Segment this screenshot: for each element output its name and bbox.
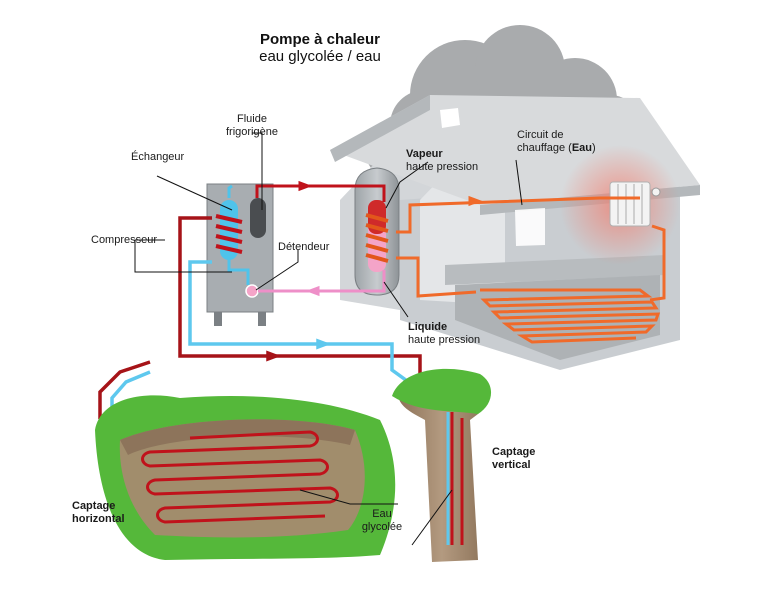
label-captage-vertical: Captage vertical — [492, 446, 535, 472]
label-liquide: Liquide haute pression — [408, 321, 480, 347]
liquid-pipe — [258, 270, 386, 297]
floor-heating-coil — [480, 288, 661, 344]
heat-pump-unit — [206, 183, 274, 326]
label-captage-vertical-2: vertical — [492, 459, 531, 471]
horizontal-collector-coil — [141, 430, 339, 524]
label-liquide-title: Liquide — [408, 321, 448, 333]
label-vapeur: Vapeur haute pression — [406, 148, 478, 174]
label-captage-horizontal: Captage horizontal — [72, 500, 125, 526]
label-echangeur: Échangeur — [131, 151, 185, 163]
label-fluide: Fluide frigorigène — [214, 113, 290, 139]
label-circuit-line2-bold: Eau — [571, 142, 593, 154]
label-fluide-line1: Fluide — [237, 113, 267, 125]
label-eau-glycolee-1: Eau — [372, 508, 392, 520]
label-vapeur-detail: haute pression — [406, 161, 479, 173]
label-circuit-line2-pre: chauffage ( — [517, 142, 572, 154]
label-circuit-line1: Circuit de — [517, 129, 564, 141]
label-captage-horizontal-2: horizontal — [72, 513, 125, 525]
label-detendeur: Détendeur — [278, 241, 330, 253]
label-compresseur: Compresseur — [91, 234, 158, 246]
label-captage-vertical-1: Captage — [492, 446, 536, 458]
diagram-subtitle: eau glycolée / eau — [259, 48, 381, 65]
leader-lines — [134, 132, 523, 546]
vapor-pipe — [255, 180, 386, 202]
label-captage-horizontal-1: Captage — [72, 500, 116, 512]
internal-refrigerant-pipe-2 — [227, 184, 233, 198]
diagram-title: Pompe à chaleur — [259, 31, 381, 48]
condenser-tank — [354, 167, 400, 296]
label-circuit-line2-post: ) — [592, 142, 596, 154]
label-vapeur-title: Vapeur — [406, 148, 443, 160]
internal-refrigerant-pipe — [227, 258, 250, 285]
radiator — [609, 181, 661, 227]
label-eau-glycolee: Eau glycolée — [352, 508, 412, 534]
vertical-collector-ground — [392, 368, 492, 562]
label-circuit-chauffage: Circuit de chauffage (Eau) — [517, 129, 596, 155]
heating-circuit-pipe — [396, 195, 666, 302]
label-circuit-line2: chauffage (Eau) — [517, 142, 596, 155]
label-eau-glycolee-2: glycolée — [361, 521, 403, 533]
label-fluide-line2: frigorigène — [226, 126, 278, 138]
label-liquide-detail: haute pression — [408, 334, 481, 346]
